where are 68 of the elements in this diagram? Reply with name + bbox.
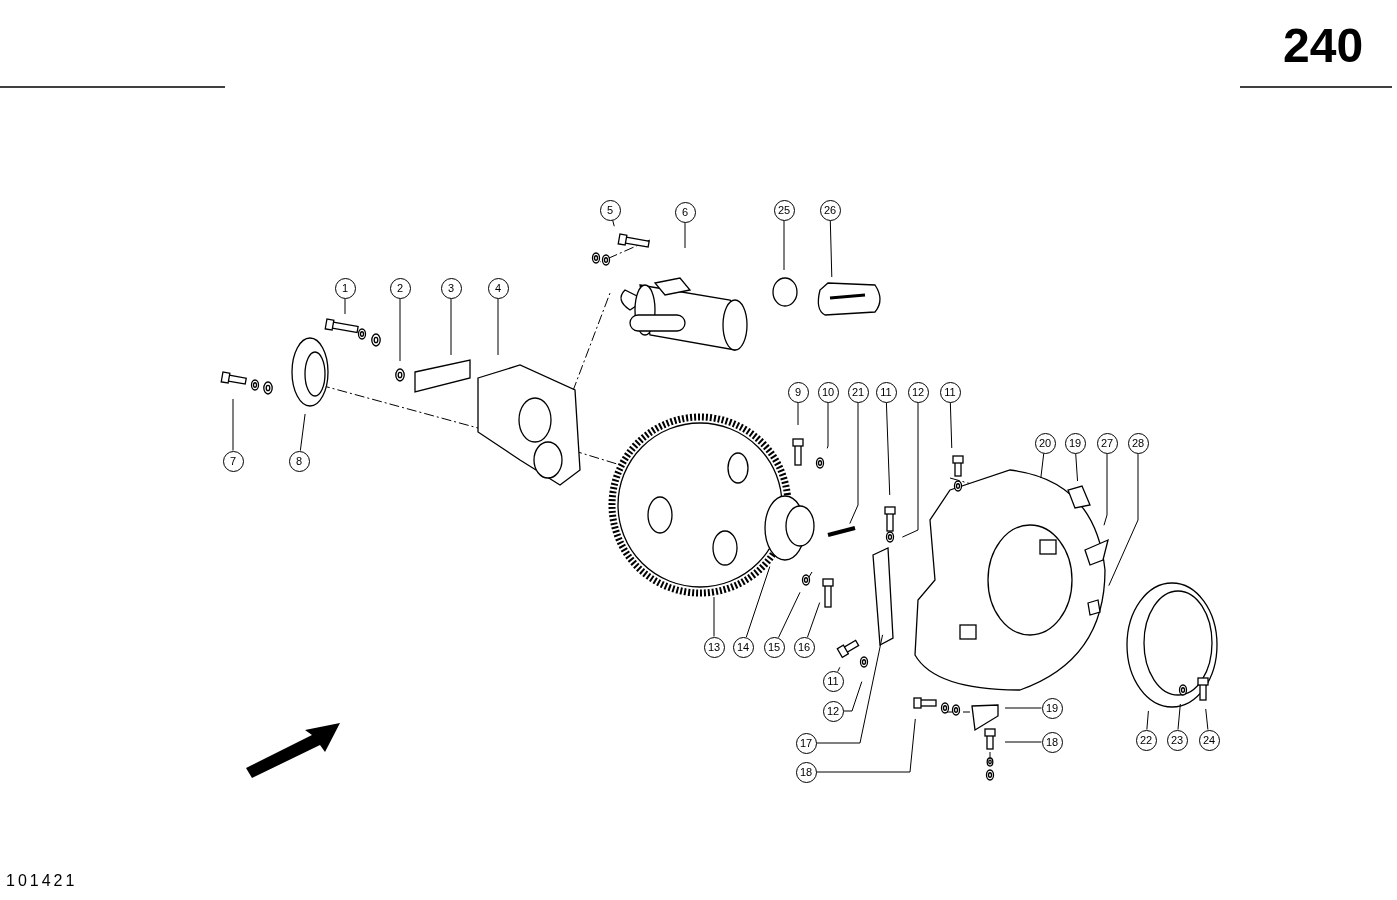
leader-line [1103, 453, 1108, 526]
callout-number: 3 [440, 277, 462, 299]
leader-line [1075, 453, 1079, 482]
leader-line [816, 718, 916, 773]
leader-line [1205, 708, 1209, 731]
leader-line [885, 402, 891, 496]
leader-line [1004, 741, 1042, 743]
leader-line [826, 402, 829, 449]
callout-number: 10 [817, 381, 839, 403]
leader-line [837, 666, 841, 673]
leader-line [849, 402, 859, 525]
page-number: 240 [1283, 18, 1364, 73]
callout-number: 23 [1166, 729, 1188, 751]
callout-number: 11 [822, 670, 844, 692]
callout-number: 19 [1041, 697, 1063, 719]
leader-line [450, 298, 452, 356]
leader-line [299, 413, 306, 452]
callout-number: 9 [787, 381, 809, 403]
callout-number: 15 [763, 636, 785, 658]
leader-line [807, 602, 821, 638]
leader-line [399, 298, 401, 362]
leader-line [1108, 453, 1139, 587]
callout-number: 21 [847, 381, 869, 403]
callout-number: 7 [222, 450, 244, 472]
callout-number: 20 [1034, 432, 1056, 454]
callout-number: 24 [1198, 729, 1220, 751]
callout-number: 4 [487, 277, 509, 299]
callout-number: 27 [1096, 432, 1118, 454]
callout-number: 18 [795, 761, 817, 783]
leader-line [783, 220, 785, 271]
leader-line [612, 219, 615, 227]
callout-number: 12 [822, 700, 844, 722]
leader-line [497, 298, 499, 356]
callout-number: 6 [674, 201, 696, 223]
callout-number: 18 [1041, 731, 1063, 753]
callout-number: 25 [773, 199, 795, 221]
leader-line [949, 402, 953, 449]
callout-number: 22 [1135, 729, 1157, 751]
callout-number: 5 [599, 199, 621, 221]
callout-number: 2 [389, 277, 411, 299]
leader-line [1177, 703, 1181, 731]
leader-line [232, 398, 234, 451]
callout-number: 12 [907, 381, 929, 403]
callout-number: 19 [1064, 432, 1086, 454]
callout-number: 26 [819, 199, 841, 221]
callout-number: 11 [875, 381, 897, 403]
leader-line [344, 298, 346, 315]
leader-line [1146, 710, 1149, 731]
leader-line [816, 634, 884, 744]
leader-line [843, 681, 863, 712]
leader-line [901, 402, 919, 538]
leader-line [745, 566, 771, 638]
callout-number: 8 [288, 450, 310, 472]
drawing-number: 101421 [6, 872, 78, 890]
callout-number: 14 [732, 636, 754, 658]
leader-line [1004, 707, 1042, 709]
leader-line [684, 222, 686, 249]
leader-line [713, 596, 715, 637]
callout-number: 28 [1127, 432, 1149, 454]
leader-line [1040, 452, 1045, 479]
leader-line [778, 591, 801, 638]
callout-number: 16 [793, 636, 815, 658]
callout-number: 17 [795, 732, 817, 754]
callout-number: 11 [939, 381, 961, 403]
leader-line [797, 402, 799, 426]
callout-number: 13 [703, 636, 725, 658]
leader-line [829, 220, 833, 278]
callout-number: 1 [334, 277, 356, 299]
